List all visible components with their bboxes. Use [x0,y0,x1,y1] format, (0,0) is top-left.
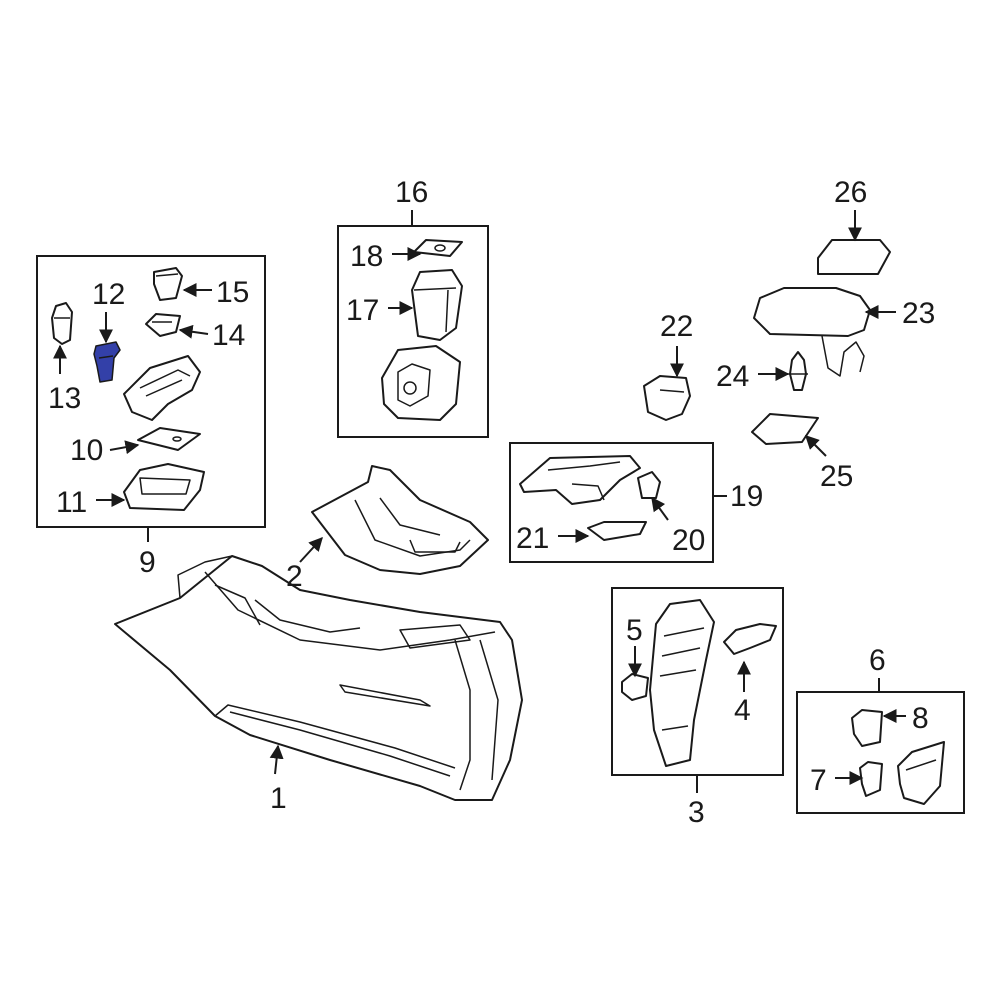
part-1-console-body[interactable] [114,555,523,801]
group-box-9 [36,255,266,528]
callout-26: 26 [834,176,867,209]
leader-lines [53,210,906,793]
part-14-tray[interactable] [145,313,181,337]
callout-11: 11 [56,486,87,519]
callout-13: 13 [48,382,81,415]
part-16-cup-holder[interactable] [381,345,461,421]
part-24-pin[interactable] [788,351,808,391]
callout-3: 3 [688,796,705,829]
part-15-cup[interactable] [153,267,183,301]
callout-21: 21 [516,522,549,555]
part-8-clip[interactable] [851,709,883,747]
callout-8: 8 [912,702,929,735]
callout-25: 25 [820,460,853,493]
callout-1: 1 [270,782,287,815]
callout-15: 15 [216,276,249,309]
callout-18: 18 [350,240,383,273]
part-20-clip[interactable] [637,471,661,499]
callout-22: 22 [660,310,693,343]
callout-6: 6 [869,644,886,677]
callout-7: 7 [810,764,827,797]
part-6-pocket[interactable] [897,741,945,805]
callout-19: 19 [730,480,763,513]
part-5-clip[interactable] [621,673,649,701]
part-2-shift-bezel[interactable] [311,465,489,575]
part-10-mat[interactable] [137,427,201,451]
callout-5: 5 [626,614,643,647]
callout-16: 16 [395,176,428,209]
part-3-side-panel[interactable] [649,599,715,767]
part-25-pad[interactable] [751,413,819,445]
callout-17: 17 [346,294,379,327]
part-26-lid-cover[interactable] [817,239,891,275]
part-11-tray-base[interactable] [123,463,205,511]
part-21-pad[interactable] [587,521,647,541]
callout-24: 24 [716,360,749,393]
callout-12: 12 [92,278,125,311]
part-23-armrest[interactable] [753,287,871,377]
part-12-highlight [93,341,121,383]
callout-10: 10 [70,434,103,467]
callout-2: 2 [286,560,303,593]
part-17-cup-holder-insert[interactable] [411,269,463,341]
callout-4: 4 [734,694,751,727]
part-9-console-panel[interactable] [123,355,201,421]
callout-20: 20 [672,524,705,557]
part-13-socket[interactable] [51,302,73,345]
part-7-clip[interactable] [859,761,883,797]
group-box-6 [796,691,965,814]
callout-23: 23 [902,297,935,330]
callout-labels: 1 2 3 4 5 6 7 8 9 10 11 12 13 14 15 16 1… [48,176,935,829]
part-22-latch[interactable] [643,375,691,421]
part-19-bracket[interactable] [519,455,641,505]
part-12-switch[interactable] [93,341,121,383]
callout-14: 14 [212,319,245,352]
part-18-pad[interactable] [413,239,463,257]
callout-9: 9 [139,546,156,579]
group-box-19 [509,442,714,563]
part-4-bracket[interactable] [723,623,777,655]
